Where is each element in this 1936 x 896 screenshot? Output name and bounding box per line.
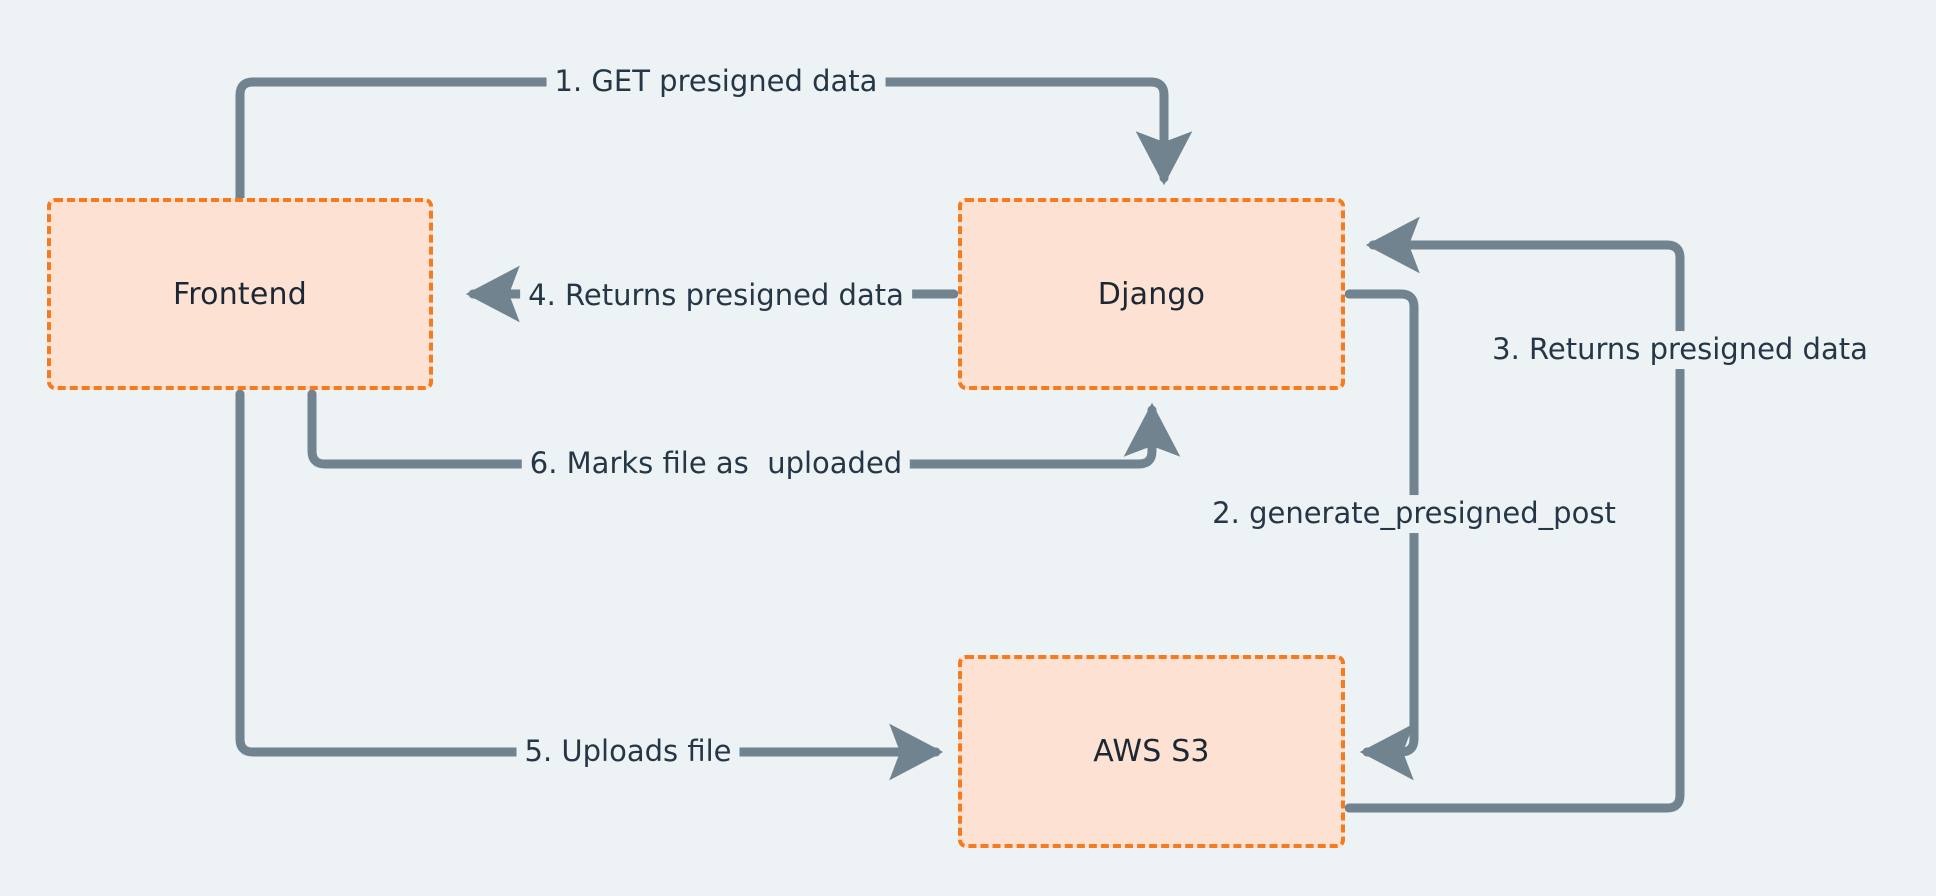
edge-label-1: 1. GET presigned data: [546, 63, 886, 101]
edge-label-6: 6. Marks file as uploaded: [521, 445, 911, 483]
edge-3-path: [1344, 216, 1685, 813]
node-frontend-label: Frontend: [173, 276, 307, 312]
node-django-label: Django: [1097, 276, 1206, 312]
node-aws-s3[interactable]: AWS S3: [958, 655, 1345, 848]
edge-label-2: 2. generate_presigned_post: [1204, 495, 1624, 533]
edge-label-4: 4. Returns presigned data: [520, 277, 912, 315]
edge-5-path: [235, 389, 944, 781]
node-frontend[interactable]: Frontend: [47, 198, 433, 390]
edge-label-3: 3. Returns presigned data: [1484, 331, 1876, 369]
edge-label-5: 5. Uploads file: [516, 733, 740, 771]
node-aws-s3-label: AWS S3: [1093, 734, 1210, 769]
node-django[interactable]: Django: [958, 198, 1345, 390]
